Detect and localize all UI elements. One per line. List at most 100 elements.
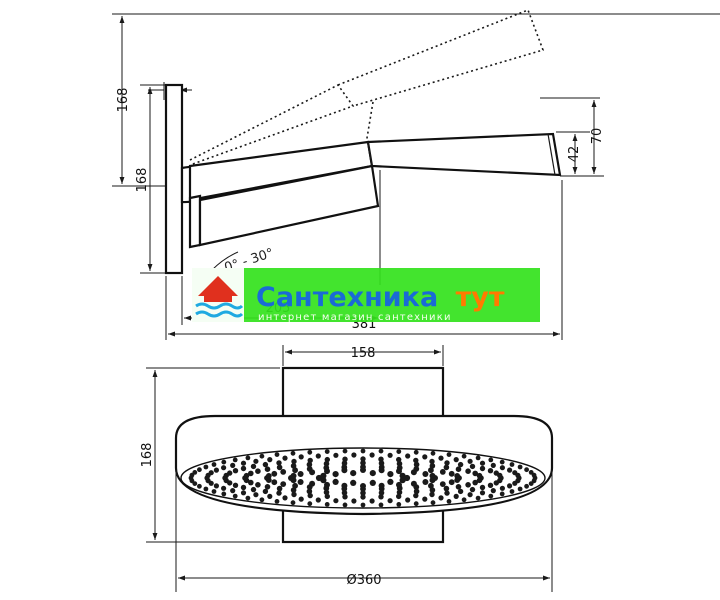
nozzle-dot (341, 482, 348, 489)
nozzle-dot (240, 484, 247, 491)
nozzle-dot (515, 472, 521, 478)
nozzle-dot (221, 485, 227, 491)
nozzle-dot (422, 454, 428, 460)
nozzle-dot (396, 489, 403, 496)
nozzle-dot (276, 464, 283, 471)
arm-lower-body (198, 164, 380, 247)
nozzle-dot (517, 464, 523, 470)
dim-label-head-thickness: 42 (567, 146, 582, 163)
watermark-subtitle: интернет магазин сантехники (258, 312, 452, 323)
wave-icon-1 (195, 302, 244, 310)
nozzle-dot (524, 483, 529, 489)
nozzle-dot (298, 454, 304, 460)
nozzle-dot (232, 482, 239, 488)
nozzle-dot (488, 493, 494, 499)
nozzle-dot (476, 472, 483, 479)
nozzle-dot (457, 488, 464, 495)
nozzle-dot (455, 466, 462, 473)
nozzle-dot (472, 479, 479, 486)
nozzle-dot (497, 472, 503, 479)
nozzle-dot (290, 450, 296, 456)
nozzle-dot (461, 453, 467, 459)
nozzle-dot (499, 465, 505, 471)
nozzle-dot (324, 449, 330, 454)
nozzle-dot (232, 468, 239, 474)
shower-head-side (366, 132, 562, 177)
nozzle-dot (405, 497, 411, 503)
nozzle-dot (475, 455, 481, 461)
nozzle-dot (378, 502, 384, 508)
nozzle-dot (320, 472, 327, 479)
nozzle-dot (448, 479, 455, 486)
nozzle-dot (290, 500, 296, 506)
side-view: 168 168 16 42 70 (112, 8, 720, 340)
nozzle-dot (396, 449, 402, 454)
nozzle-dot (360, 483, 366, 489)
nozzle-dot (479, 465, 486, 472)
nozzle-dot (255, 482, 261, 488)
nozzle-dot (387, 452, 393, 458)
nozzle-dot (387, 478, 394, 485)
nozzle-dot (307, 449, 313, 455)
nozzle-dot (267, 457, 273, 463)
nozzle-dot (428, 467, 434, 474)
nozzle-dot (290, 487, 297, 493)
nozzle-dot (413, 492, 419, 499)
nozzle-array (188, 448, 538, 508)
nozzle-dot (413, 461, 420, 468)
nozzle-dot (333, 498, 339, 504)
nozzle-dot (307, 492, 313, 499)
nozzle-dot (306, 461, 313, 468)
nozzle-dot (475, 495, 481, 501)
nozzle-dot (454, 473, 461, 479)
nozzle-dot (422, 496, 428, 502)
nozzle-dot (507, 483, 513, 489)
nozzle-dot (429, 487, 436, 493)
nozzle-dot (221, 459, 227, 465)
nozzle-dot (253, 458, 259, 464)
nozzle-dot (276, 490, 282, 496)
nozzle-dot (360, 494, 366, 500)
nozzle-dot (369, 498, 375, 504)
nozzle-dot (221, 491, 227, 497)
nozzle-dot (350, 470, 357, 477)
nozzle-dot (469, 486, 476, 493)
nozzle-dot (332, 478, 339, 485)
watermark-title: Сантехника тут (256, 282, 505, 313)
nozzle-dot (280, 481, 287, 487)
nozzle-dot (211, 489, 217, 494)
nozzle-dot (292, 482, 298, 489)
nozzle-dot (487, 468, 494, 474)
nozzle-dot (230, 462, 236, 468)
nozzle-dot (309, 469, 316, 476)
nozzle-dot (461, 497, 467, 503)
watermark-title-part1: Сантехника (256, 282, 438, 313)
nozzle-dot (369, 452, 375, 458)
nozzle-dot (476, 477, 483, 484)
nozzle-dot (369, 479, 376, 486)
nozzle-dot (197, 467, 202, 473)
nozzle-dot (262, 461, 269, 468)
nozzle-dot (360, 456, 366, 462)
nozzle-dot (274, 499, 280, 504)
nozzle-dot (429, 491, 435, 498)
nozzle-dot (248, 479, 254, 486)
nozzle-dot (405, 453, 411, 459)
nozzle-dot (439, 481, 446, 487)
nozzle-dot (467, 492, 473, 498)
nozzle-dot (429, 472, 436, 479)
nozzle-dot (203, 464, 209, 470)
nozzle-dot (509, 489, 515, 494)
nozzle-dot (264, 466, 271, 473)
nozzle-dot (396, 502, 402, 507)
nozzle-dot (240, 490, 247, 496)
nozzle-face (180, 447, 546, 509)
nozzle-dot (324, 493, 330, 500)
nozzle-dot (487, 482, 494, 488)
nozzle-dot (399, 477, 406, 484)
nozzle-dot (307, 457, 313, 464)
nozzle-dot (493, 480, 499, 486)
nozzle-dot (297, 479, 304, 485)
nozzle-dot (444, 490, 450, 496)
